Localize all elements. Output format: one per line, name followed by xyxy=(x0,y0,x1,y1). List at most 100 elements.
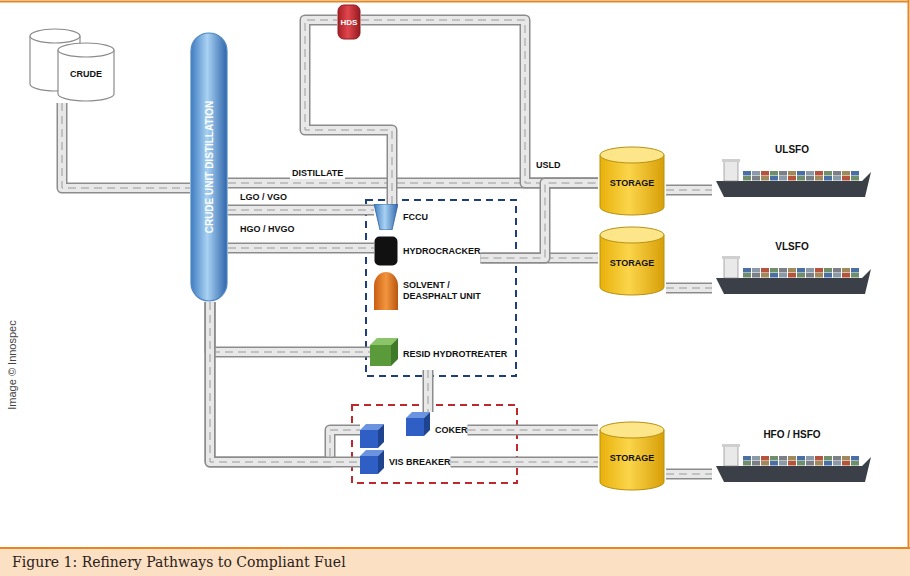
pipe-centerline xyxy=(361,20,598,183)
unit-label: CRUDE UNIT DISTILLATION xyxy=(204,101,215,234)
pipe-centerline xyxy=(666,190,712,191)
pipe-body xyxy=(361,20,598,183)
coker-unit-icon xyxy=(360,412,430,448)
pipe-body xyxy=(481,183,598,258)
unit-label: CRUDE xyxy=(70,69,102,80)
unit-group-outline xyxy=(366,200,516,376)
unit-label: RESID HYDROTREATER xyxy=(403,349,507,360)
pipe-outline xyxy=(62,103,190,188)
unit-label: STORAGE xyxy=(610,178,654,189)
ship-illustration xyxy=(712,254,872,294)
caption-rule xyxy=(0,547,910,549)
pipe-centerline xyxy=(228,210,374,211)
pipe-outline xyxy=(468,425,598,436)
container-ship: HFO / HSFO xyxy=(712,428,872,482)
pipe-body xyxy=(666,470,712,478)
pipe-centerline xyxy=(666,288,712,289)
unit-label: STORAGE xyxy=(610,258,654,269)
ship-illustration xyxy=(712,157,872,197)
pipe-connector xyxy=(228,210,374,211)
pipe-centerline xyxy=(428,370,429,412)
pipe-connector xyxy=(666,474,712,475)
image-credit: Image © Innospec xyxy=(6,320,18,409)
pipe-centerline xyxy=(210,302,360,462)
pipe-body xyxy=(666,284,712,292)
stream-label: DISTILLATE xyxy=(290,168,345,179)
fccu-unit-icon xyxy=(374,204,398,230)
pipe-centerline xyxy=(62,103,190,188)
pipe-body xyxy=(228,244,374,252)
pipe-centerline xyxy=(666,474,712,475)
unit-label: STORAGE xyxy=(610,453,654,464)
crude-tank-shape xyxy=(28,28,118,103)
pipe-connector xyxy=(228,248,374,249)
pipe-centerline xyxy=(210,302,370,352)
pipe-outline xyxy=(210,302,360,462)
pipe-centerline xyxy=(210,302,360,462)
distillation-column: CRUDE UNIT DISTILLATION xyxy=(190,32,228,302)
pipe-connector xyxy=(210,302,360,462)
pipe-outline xyxy=(228,243,374,254)
pipe-outline xyxy=(451,457,598,468)
unit-label: HDS xyxy=(341,17,358,28)
caption-bar xyxy=(0,548,910,576)
hydrocracker-unit: HYDROCRACKER xyxy=(374,236,481,266)
container-ship: ULSFO xyxy=(712,143,872,197)
unit-label: FCCU xyxy=(403,212,428,223)
pipe-body xyxy=(210,302,370,352)
pipe-centerline xyxy=(481,183,598,258)
pipe-connector xyxy=(62,103,190,188)
unit-label: VIS BREAKER xyxy=(389,457,451,468)
pipe-body xyxy=(228,206,374,214)
pipe-connector xyxy=(481,183,598,258)
frame-line xyxy=(0,1,909,3)
pipe-outline xyxy=(210,302,370,352)
pipe-outline xyxy=(361,20,598,183)
hydrocracker-unit-icon xyxy=(374,236,398,266)
resid-hydrotreater-unit: RESID HYDROTREATER xyxy=(370,338,507,370)
visbreaker-unit: VIS BREAKER xyxy=(360,450,451,474)
pipe-outline xyxy=(666,185,712,196)
pipe-connector xyxy=(210,302,360,462)
solvent-deasphalt-unit: SOLVENT / DEASPHALT UNIT xyxy=(374,272,495,310)
pipe-connector xyxy=(428,370,429,412)
visbreaker-unit-icon xyxy=(360,450,384,474)
hds-unit: HDS xyxy=(337,4,361,40)
unit-label: COKER xyxy=(435,425,468,436)
pipe-connector xyxy=(210,302,370,352)
pipe-connector xyxy=(666,190,712,191)
unit-label: HFO / HSFO xyxy=(763,428,820,442)
storage-tank: STORAGE xyxy=(598,420,666,492)
pipe-body xyxy=(210,302,360,462)
pipe-outline xyxy=(666,469,712,480)
pipe-centerline xyxy=(468,430,598,431)
stream-label: USLD xyxy=(534,160,563,171)
pipe-body xyxy=(451,458,598,466)
pipe-outline xyxy=(210,302,360,462)
pipe-connector xyxy=(451,462,598,463)
stream-label: LGO / VGO xyxy=(238,192,289,203)
unit-group-outline xyxy=(352,405,517,483)
solvent-deasphalt-unit-icon xyxy=(374,272,398,310)
fccu-unit: FCCU xyxy=(374,204,428,230)
pipe-outline xyxy=(228,205,374,216)
pipe-outline xyxy=(423,370,434,412)
pipe-centerline xyxy=(451,462,598,463)
pipe-connector xyxy=(468,430,598,431)
pipe-body xyxy=(210,302,360,462)
resid-hydrotreater-unit-icon xyxy=(370,338,398,370)
pipe-centerline xyxy=(228,248,374,249)
pipe-outline xyxy=(666,283,712,294)
container-ship: VLSFO xyxy=(712,240,872,294)
pipe-body xyxy=(666,186,712,194)
pipe-outline xyxy=(481,183,598,258)
coker-unit: COKER xyxy=(360,412,468,448)
frame-line xyxy=(908,0,910,548)
pipe-body xyxy=(62,103,190,188)
pipe-connector xyxy=(361,20,598,183)
storage-tank: STORAGE xyxy=(598,225,666,297)
unit-label: VLSFO xyxy=(775,240,808,254)
stream-label: HGO / HVGO xyxy=(238,224,297,235)
pipe-body xyxy=(424,370,432,412)
unit-label: HYDROCRACKER xyxy=(403,246,481,257)
